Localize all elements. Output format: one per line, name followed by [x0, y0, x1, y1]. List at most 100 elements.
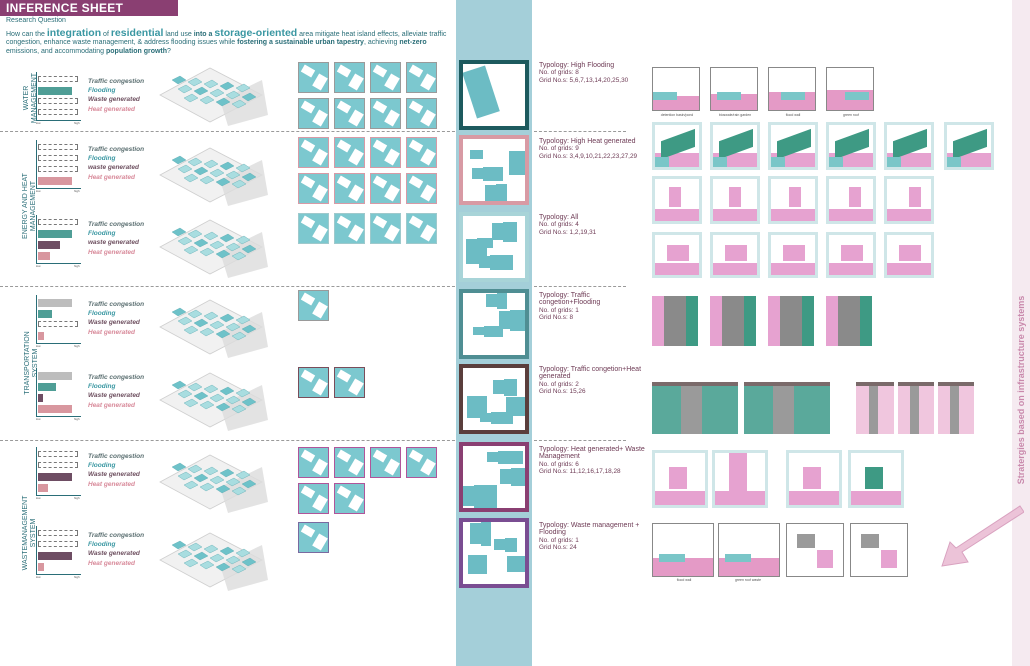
- impact-bar-flooding: [38, 230, 72, 238]
- street-section: [938, 352, 974, 434]
- water-strategy-section: [710, 67, 758, 111]
- impact-bar-traffic: [38, 219, 78, 225]
- isometric-block-illustration: [159, 67, 268, 126]
- legend-heat: Heat generated: [88, 328, 135, 336]
- impact-bar-flooding: [38, 541, 78, 547]
- legend-flooding: Flooding: [88, 541, 116, 549]
- legend-waste: Waste generated: [88, 392, 140, 400]
- grid-tile: [298, 137, 329, 168]
- heat-roof-card: [884, 232, 934, 278]
- legend-flooding: Flooding: [88, 87, 116, 95]
- impact-bar-traffic: [38, 76, 78, 82]
- heat-building-card: [826, 176, 876, 224]
- impact-bar-heat: [38, 109, 78, 115]
- grid-tile: [370, 137, 401, 168]
- legend-flooding: Flooding: [88, 230, 116, 238]
- heat-building-card: [652, 176, 702, 224]
- grid-tile: [370, 173, 401, 204]
- impact-bar-flooding: [38, 87, 72, 95]
- axis-high-label: high: [74, 575, 80, 579]
- legend-waste: waste generated: [88, 239, 139, 247]
- axis-high-label: high: [74, 264, 80, 268]
- grid-tile: [298, 522, 329, 553]
- impact-bar-waste: [38, 552, 72, 560]
- isometric-block-illustration: [159, 454, 268, 513]
- heat-building-card: [710, 176, 760, 224]
- heat-strategy-card: [652, 122, 702, 170]
- typology-map-tile: [459, 442, 529, 512]
- sidebar-title: Stratergies based on infrastructure syst…: [1016, 295, 1026, 485]
- arrow-icon: [941, 505, 1024, 567]
- grid-tile: [298, 447, 329, 478]
- impact-bar-flooding: [38, 462, 78, 468]
- water-strategy-section: [652, 67, 700, 111]
- waste-strategy-card: [652, 450, 708, 508]
- legend-traffic: Traffic congestion: [88, 453, 145, 460]
- isometric-block-illustration: [159, 532, 268, 591]
- legend-heat: Heat generated: [88, 248, 135, 256]
- legend-heat: Heat generated: [88, 480, 135, 488]
- legend-waste: Waste generated: [88, 96, 140, 104]
- grid-tile: [370, 62, 401, 93]
- isometric-block-illustration: [159, 147, 268, 206]
- isometric-block-illustration: [159, 219, 268, 278]
- typology-map-tile: [459, 518, 529, 588]
- impact-bar-chart: [36, 526, 81, 575]
- street-section: [744, 352, 830, 434]
- caption-water-1: detention basin/pond: [660, 113, 694, 117]
- grid-tile: [298, 483, 329, 514]
- street-section: [856, 352, 894, 434]
- water-strategy-section: [826, 67, 874, 111]
- research-question-label: Research Question: [6, 17, 66, 24]
- legend-heat: Heat generated: [88, 105, 135, 113]
- typology-text-heat-waste: Typology: Heat generated+ Waste Manageme…: [539, 446, 645, 476]
- grid-tile: [334, 173, 365, 204]
- heat-strategy-card: [710, 122, 760, 170]
- heat-strategy-card: [826, 122, 876, 170]
- legend-flooding: Flooding: [88, 155, 116, 163]
- typology-map-tile: [459, 60, 529, 130]
- grid-tile: [334, 367, 365, 398]
- grid-tile: [370, 447, 401, 478]
- legend-waste: Waste generated: [88, 319, 140, 327]
- typology-divider: [534, 131, 626, 132]
- grid-tile: [334, 447, 365, 478]
- grid-tile: [298, 173, 329, 204]
- legend-traffic: Traffic congestion: [88, 146, 145, 153]
- typology-divider: [534, 440, 626, 441]
- axis-low-label: low: [36, 121, 41, 125]
- impact-bar-heat: [38, 484, 48, 492]
- axis-low-label: low: [36, 189, 41, 193]
- impact-bar-waste: [38, 241, 60, 249]
- grid-tile: [334, 62, 365, 93]
- legend-traffic: Traffic congestion: [88, 221, 145, 228]
- grid-tile: [298, 367, 329, 398]
- grid-tile: [406, 62, 437, 93]
- heat-roof-card: [768, 232, 818, 278]
- impact-bar-heat: [38, 252, 50, 260]
- axis-high-label: high: [74, 417, 80, 421]
- impact-bar-heat: [38, 563, 44, 571]
- legend-flooding: Flooding: [88, 310, 116, 318]
- street-plan: [826, 296, 872, 346]
- impact-bar-chart: [36, 215, 81, 264]
- grid-tile: [406, 137, 437, 168]
- impact-bar-chart: [36, 447, 81, 496]
- waste-water-section: [652, 523, 714, 577]
- water-strategy-section: [768, 67, 816, 111]
- street-plan: [768, 296, 814, 346]
- impact-bar-flooding: [38, 155, 78, 161]
- impact-bar-traffic: [38, 530, 78, 536]
- impact-bar-waste: [38, 321, 78, 327]
- grid-tile: [406, 447, 437, 478]
- impact-bar-traffic: [38, 372, 72, 380]
- street-section: [898, 352, 934, 434]
